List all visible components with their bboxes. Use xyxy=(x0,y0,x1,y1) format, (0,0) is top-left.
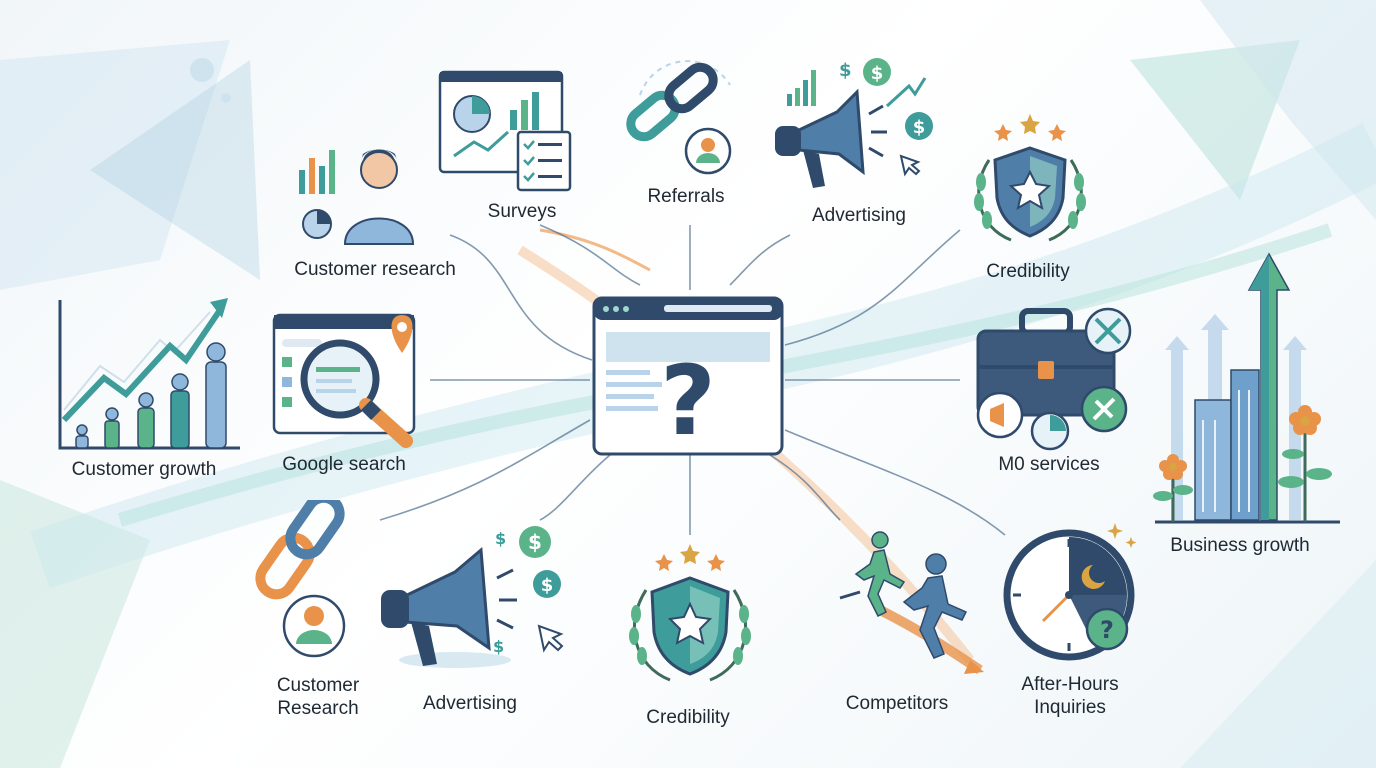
svg-text:$: $ xyxy=(541,575,554,596)
magnifier-browser-icon xyxy=(272,313,416,448)
node-competitors: Competitors xyxy=(815,520,995,720)
shield-star-laurel-icon xyxy=(974,114,1086,242)
label-after-hours-line1: After-Hours xyxy=(1021,674,1119,695)
node-advertising-top: $ $ $ Advertising xyxy=(765,50,945,230)
node-google-search: Google search xyxy=(265,305,430,485)
node-mo-services: M0 services xyxy=(965,305,1145,485)
label-mo-services: M0 services xyxy=(998,454,1100,475)
briefcase-tools-icon xyxy=(976,307,1132,451)
node-surveys: Surveys xyxy=(430,70,580,230)
arrows-buildings-flowers-icon xyxy=(1153,252,1340,524)
node-business-growth: Business growth xyxy=(1140,250,1350,560)
svg-text:$: $ xyxy=(493,637,504,656)
svg-text:$: $ xyxy=(528,530,542,554)
svg-text:$: $ xyxy=(871,63,884,84)
chain-link-person-icon xyxy=(255,500,346,658)
node-credibility-bottom: Credibility xyxy=(605,540,775,740)
label-customer-research-bottom-line2: Research xyxy=(277,698,359,719)
node-after-hours: ? After-Hours Inquiries xyxy=(995,515,1145,725)
person-chart-icon xyxy=(299,149,415,245)
node-referrals: Referrals xyxy=(610,55,770,215)
svg-text:?: ? xyxy=(660,345,716,456)
label-referrals: Referrals xyxy=(647,186,725,207)
label-credibility-bottom: Credibility xyxy=(646,707,730,728)
label-customer-growth: Customer growth xyxy=(71,459,217,480)
website-question-icon: ? xyxy=(592,296,784,456)
label-customer-research-top: Customer research xyxy=(294,259,456,280)
node-customer-research-top: Customer research xyxy=(280,140,470,290)
center-node: ? xyxy=(592,296,784,456)
node-credibility-top: Credibility xyxy=(950,110,1110,290)
label-business-growth: Business growth xyxy=(1170,535,1310,556)
label-after-hours-line2: Inquiries xyxy=(1034,697,1106,718)
node-advertising-bottom: $ $ $ $ Advertising xyxy=(375,520,565,720)
label-advertising-bottom: Advertising xyxy=(423,693,517,714)
megaphone-dollar-icon: $ $ $ $ xyxy=(381,526,564,668)
svg-text:$: $ xyxy=(913,117,926,138)
running-people-icon xyxy=(839,531,984,675)
label-google-search: Google search xyxy=(282,454,406,475)
label-surveys: Surveys xyxy=(487,201,557,222)
clock-moon-question-icon: ? xyxy=(1003,523,1137,661)
shield-star-laurel-icon xyxy=(629,544,751,682)
svg-text:$: $ xyxy=(495,529,506,548)
node-customer-research-bottom: Customer Research xyxy=(240,500,380,730)
label-credibility-top: Credibility xyxy=(986,261,1070,282)
chain-link-person-icon xyxy=(626,60,732,175)
node-customer-growth: Customer growth xyxy=(40,290,250,490)
megaphone-dollar-icon: $ $ $ xyxy=(775,58,933,188)
survey-dashboard-icon xyxy=(438,70,572,192)
svg-text:?: ? xyxy=(1100,616,1114,644)
label-competitors: Competitors xyxy=(845,693,949,714)
label-customer-research-bottom-line1: Customer xyxy=(276,675,360,696)
growth-chart-people-icon xyxy=(58,298,240,450)
label-advertising-top: Advertising xyxy=(812,205,906,226)
svg-text:$: $ xyxy=(839,60,852,81)
